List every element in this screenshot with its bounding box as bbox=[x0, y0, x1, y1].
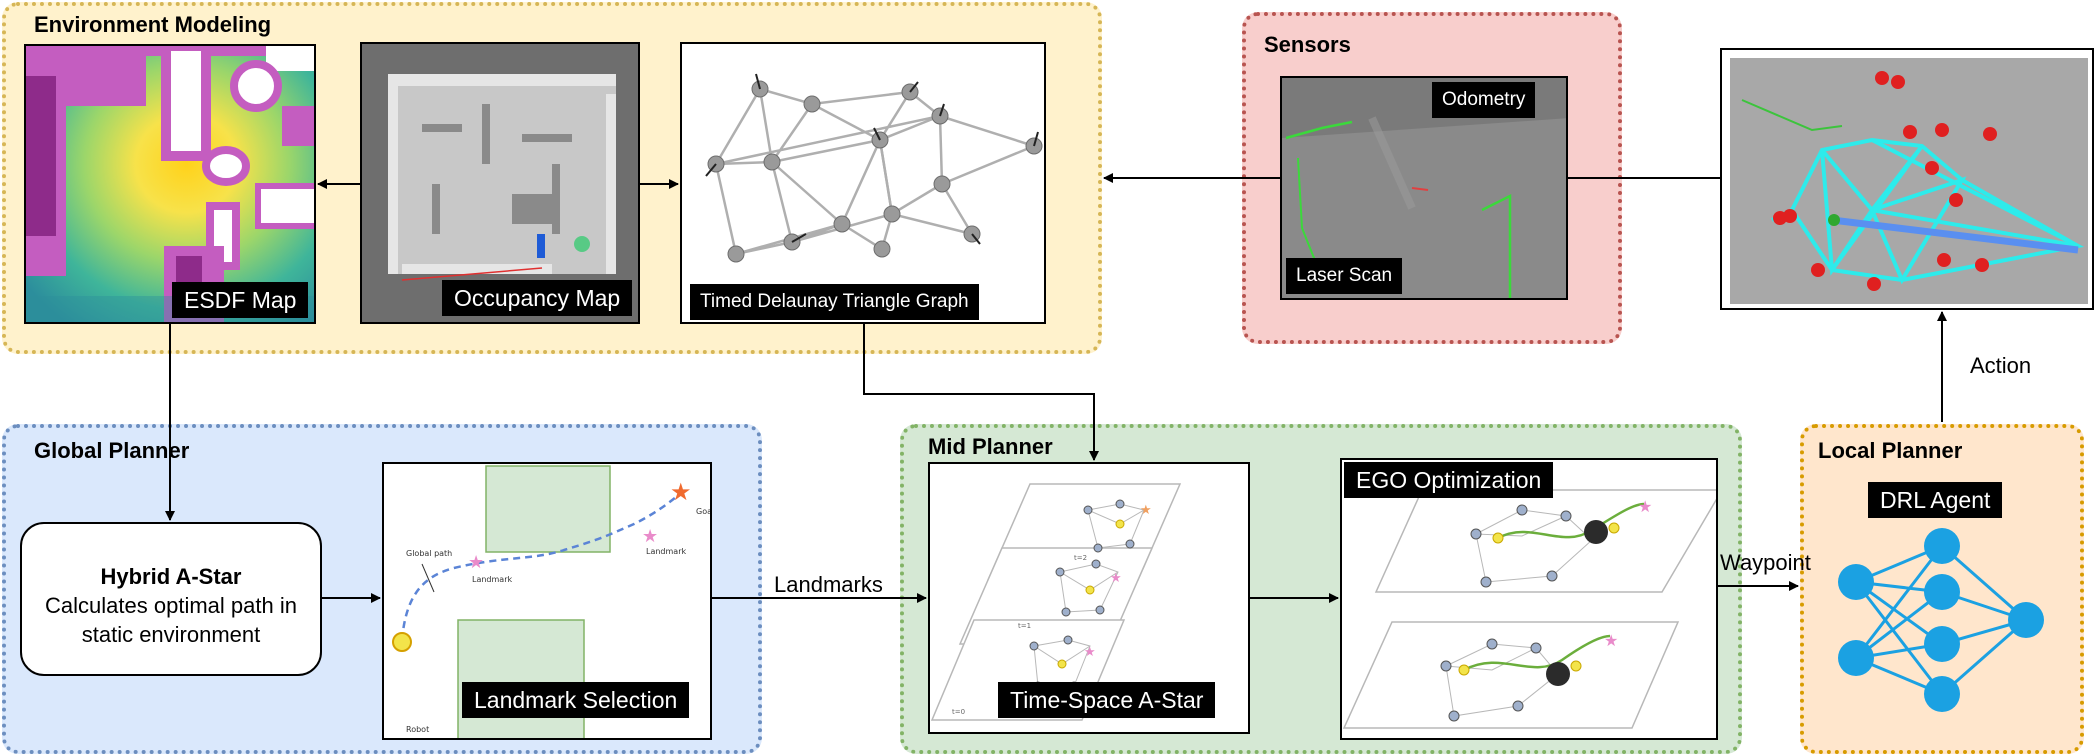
time-space-layers-image: ★ ★ ★ t=2 t=1 t=0 bbox=[930, 483, 1182, 721]
delaunay-graph-label: Timed Delaunay Triangle Graph bbox=[690, 284, 979, 320]
occupancy-map-panel: Occupancy Map bbox=[360, 42, 640, 324]
occupancy-map-label: Occupancy Map bbox=[442, 280, 633, 316]
svg-text:★: ★ bbox=[1604, 631, 1618, 650]
occupancy-map-image bbox=[362, 44, 638, 322]
ego-optimization-image: ★ ★ bbox=[1342, 460, 1716, 738]
hybrid-astar-description: Calculates optimal path in static enviro… bbox=[45, 593, 297, 647]
esdf-map-image bbox=[26, 46, 314, 322]
svg-text:★: ★ bbox=[1140, 503, 1152, 518]
simulation-view-panel bbox=[1720, 48, 2094, 310]
delaunay-graph-image bbox=[705, 73, 1043, 263]
layer-label-2: t=1 bbox=[1018, 622, 1031, 630]
svg-text:★: ★ bbox=[670, 478, 692, 506]
action-edge-label: Action bbox=[1970, 353, 2032, 378]
time-space-astar-label: Time-Space A-Star bbox=[998, 682, 1216, 718]
global-planner-title: Global Planner bbox=[34, 438, 190, 463]
svg-text:★: ★ bbox=[468, 552, 484, 573]
svg-text:★: ★ bbox=[642, 526, 658, 547]
svg-text:★: ★ bbox=[1110, 571, 1122, 586]
simulation-view-image bbox=[1730, 58, 2088, 304]
esdf-map-label: ESDF Map bbox=[172, 282, 309, 318]
mid-planner-title: Mid Planner bbox=[928, 434, 1053, 459]
landmarks-edge-label: Landmarks bbox=[774, 572, 883, 597]
laser-scan-label: Laser Scan bbox=[1286, 258, 1403, 294]
drl-agent-label: DRL Agent bbox=[1868, 482, 2003, 518]
environment-modeling-title: Environment Modeling bbox=[34, 12, 272, 37]
hybrid-astar-title: Hybrid A-Star bbox=[100, 564, 242, 589]
svg-text:★: ★ bbox=[1638, 497, 1652, 516]
time-space-astar-panel: ★ ★ ★ t=2 t=1 t=0 Time-Space A-Star bbox=[928, 462, 1250, 734]
landmark-map-image: ★ ★ ★ Goal Landmark Landmark Global path… bbox=[392, 465, 712, 738]
global-path-text: Global path bbox=[406, 549, 452, 558]
neural-network-icon bbox=[1838, 528, 2044, 712]
landmark-selection-label: Landmark Selection bbox=[462, 682, 690, 718]
goal-text: Goal bbox=[696, 507, 712, 516]
layer-label-3: t=2 bbox=[1074, 554, 1087, 562]
esdf-map-panel: ESDF Map bbox=[24, 44, 316, 324]
sensors-title: Sensors bbox=[1264, 32, 1351, 57]
waypoint-edge-label: Waypoint bbox=[1720, 550, 1811, 575]
local-planner-title: Local Planner bbox=[1818, 438, 1963, 463]
hybrid-astar-box: Hybrid A-Star Calculates optimal path in… bbox=[20, 522, 322, 676]
odometry-label: Odometry bbox=[1432, 82, 1536, 118]
landmark-text-2: Landmark bbox=[646, 547, 686, 556]
robot-text: Robot bbox=[406, 725, 429, 734]
ego-optimization-label: EGO Optimization bbox=[1344, 462, 1554, 498]
ego-optimization-panel: ★ ★ EGO Optimization bbox=[1340, 458, 1718, 740]
delaunay-graph-panel: Timed Delaunay Triangle Graph bbox=[680, 42, 1046, 324]
svg-text:★: ★ bbox=[1084, 645, 1096, 660]
landmark-selection-panel: ★ ★ ★ Goal Landmark Landmark Global path… bbox=[382, 462, 712, 740]
layer-label-1: t=0 bbox=[952, 708, 965, 716]
sensor-view-panel: Odometry Laser Scan bbox=[1280, 76, 1568, 300]
landmark-text-1: Landmark bbox=[472, 575, 512, 584]
